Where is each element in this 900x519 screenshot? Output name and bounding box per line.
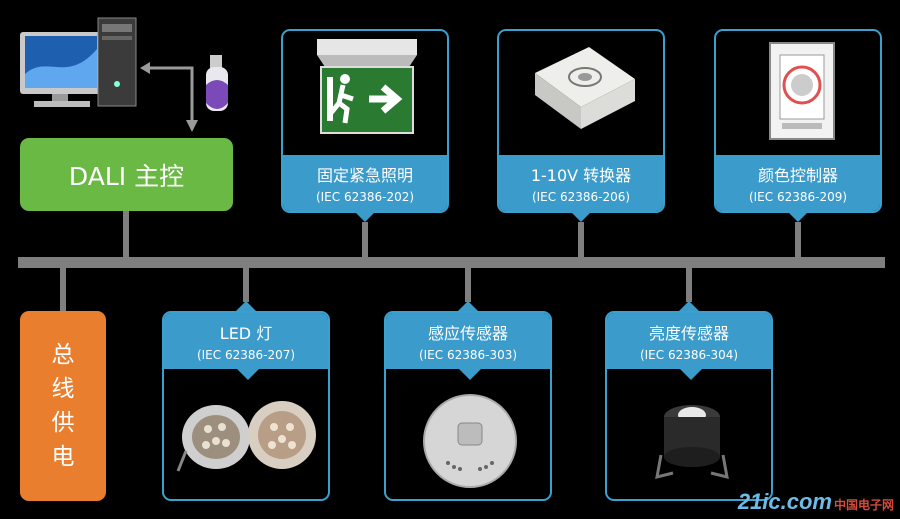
- dali-master-label: DALI 主控: [68, 161, 185, 191]
- device-color-controller: 颜色控制器 (IEC 62386-209): [714, 29, 882, 213]
- device-header: 感应传感器 (IEC 62386-303): [386, 313, 550, 369]
- device-name: 固定紧急照明: [316, 166, 413, 185]
- power-char: 供: [51, 410, 75, 436]
- device-bus-link: [686, 266, 692, 302]
- motion-sensor-icon: [423, 394, 517, 488]
- device-standard: (IEC 62386-206): [531, 190, 631, 204]
- dali-master-box: DALI 主控: [20, 138, 233, 211]
- device-standard: (IEC 62386-304): [639, 348, 739, 362]
- device-standard: (IEC 62386-202): [315, 190, 415, 204]
- header-notch: [457, 301, 479, 312]
- device-1-10v-converter: 1-10V 转换器 (IEC 62386-206): [497, 29, 665, 213]
- dimmer-box-icon: [535, 47, 635, 129]
- device-bus-link: [362, 222, 368, 259]
- device-name: 感应传感器: [427, 324, 508, 343]
- device-standard: (IEC 62386-303): [418, 348, 518, 362]
- color-panel-icon: [769, 42, 835, 140]
- dali-bus-line: [18, 257, 885, 268]
- bus-power-box: 总 线 供 电: [20, 311, 106, 501]
- device-name: 颜色控制器: [757, 166, 838, 185]
- power-char: 电: [51, 444, 75, 470]
- header-notch: [680, 369, 702, 380]
- device-standard: (IEC 62386-209): [748, 190, 848, 204]
- header-notch: [787, 211, 809, 222]
- device-bus-link: [795, 222, 801, 259]
- power-char: 线: [51, 376, 75, 402]
- computer-icon: [20, 17, 137, 107]
- header-notch: [354, 211, 376, 222]
- device-led-lamp: LED 灯 (IEC 62386-207): [162, 311, 330, 501]
- device-bus-link: [465, 266, 471, 302]
- device-header: 颜色控制器 (IEC 62386-209): [716, 155, 880, 211]
- device-header: 1-10V 转换器 (IEC 62386-206): [499, 155, 663, 211]
- device-standard: (IEC 62386-207): [196, 348, 296, 362]
- device-motion-sensor: 感应传感器 (IEC 62386-303): [384, 311, 552, 501]
- usb-stick-icon: [206, 55, 228, 111]
- header-notch: [459, 369, 481, 380]
- device-header: 亮度传感器 (IEC 62386-304): [607, 313, 771, 369]
- device-name: 亮度传感器: [648, 324, 729, 343]
- device-emergency-lighting: 固定紧急照明 (IEC 62386-202): [281, 29, 449, 213]
- watermark-site-text: 中国电子网: [833, 498, 894, 512]
- master-bus-link: [123, 211, 129, 259]
- watermark-logo-text: 21ic.com: [737, 489, 832, 514]
- connection-arrows: [140, 62, 198, 132]
- device-bus-link: [578, 222, 584, 259]
- device-header: 固定紧急照明 (IEC 62386-202): [283, 155, 447, 211]
- header-notch: [570, 211, 592, 222]
- device-name: LED 灯: [219, 324, 273, 343]
- header-notch: [678, 301, 700, 312]
- header-notch: [237, 369, 259, 380]
- led-lamp-icon: [176, 401, 316, 472]
- light-sensor-icon: [655, 405, 729, 480]
- device-name: 1-10V 转换器: [530, 166, 632, 185]
- power-bus-link: [60, 266, 66, 312]
- device-light-sensor: 亮度传感器 (IEC 62386-304): [605, 311, 773, 501]
- exit-sign-icon: [317, 39, 417, 134]
- power-char: 总: [51, 342, 75, 368]
- header-notch: [235, 301, 257, 312]
- device-header: LED 灯 (IEC 62386-207): [164, 313, 328, 369]
- device-bus-link: [243, 266, 249, 302]
